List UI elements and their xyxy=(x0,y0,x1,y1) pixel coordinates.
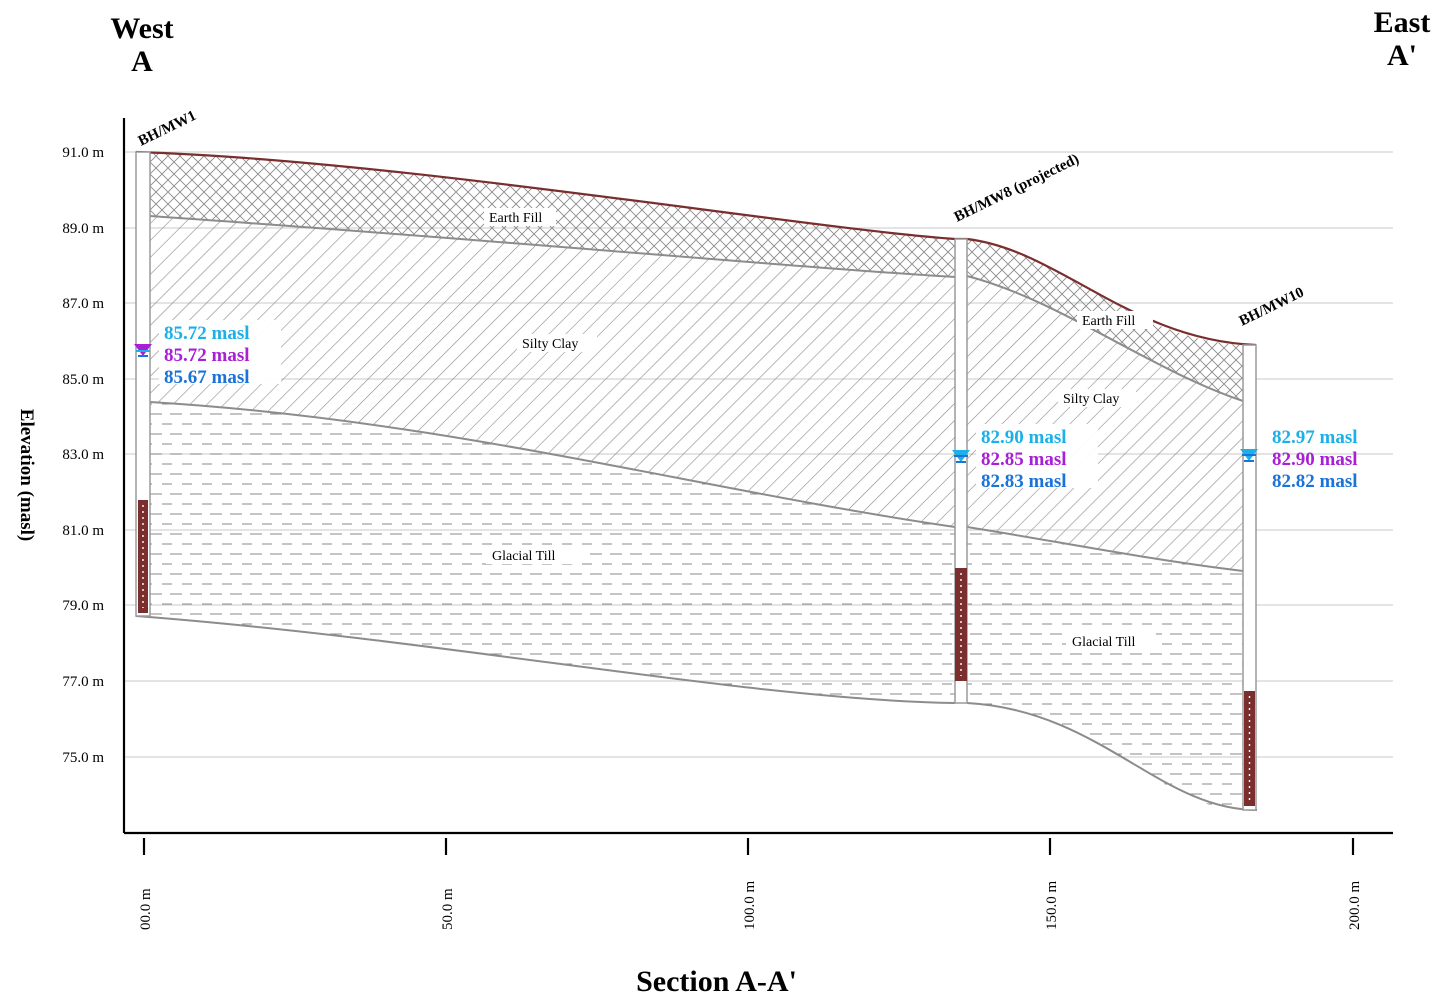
y-tick-label: 87.0 m xyxy=(62,296,104,312)
x-axis-title: Section A-A' xyxy=(636,965,797,998)
y-axis-title: Elevation (masl) xyxy=(16,408,37,542)
water-level-reading: 82.90 masl xyxy=(981,427,1067,448)
east-direction-label: East xyxy=(1373,6,1431,39)
y-tick-label: 83.0 m xyxy=(62,447,104,463)
borehole-bh-mw8 xyxy=(954,238,968,704)
water-level-reading: 82.97 masl xyxy=(1272,427,1358,448)
x-tick-label: 200.0 m xyxy=(1347,881,1363,931)
x-tick-label: 00.0 m xyxy=(138,888,154,930)
ground-surface-line xyxy=(135,150,1257,347)
y-tick-label: 91.0 m xyxy=(62,145,104,161)
stratum-label-silty-clay: Silty Clay xyxy=(522,337,578,352)
water-level-marker-bh-mw10 xyxy=(1240,449,1258,462)
silty-clay-layer xyxy=(150,216,955,527)
y-tick-label: 79.0 m xyxy=(62,598,104,614)
well-screen xyxy=(138,500,148,613)
water-level-marker-bh-mw1 xyxy=(134,344,152,357)
borehole-id-label: BH/MW1 xyxy=(136,108,199,150)
x-tick-label: 100.0 m xyxy=(742,881,758,931)
y-tick-label: 81.0 m xyxy=(62,523,104,539)
y-tick-label: 77.0 m xyxy=(62,674,104,690)
stratum-label-glacial-till: Glacial Till xyxy=(1072,635,1136,650)
stratum-label-earth-fill: Earth Fill xyxy=(1082,314,1135,329)
borehole-id-label: BH/MW10 xyxy=(1237,285,1307,330)
y-tick-label: 85.0 m xyxy=(62,372,104,388)
west-direction-label: West xyxy=(110,12,174,45)
silty-clay-layer-east xyxy=(967,276,1243,571)
well-screen xyxy=(1244,691,1255,806)
x-tick-label: 150.0 m xyxy=(1044,881,1060,931)
x-tick-label: 50.0 m xyxy=(440,888,456,930)
water-level-reading: 82.90 masl xyxy=(1272,449,1358,470)
water-level-reading: 85.67 masl xyxy=(164,367,250,388)
stratum-label-glacial-till: Glacial Till xyxy=(492,549,556,564)
water-level-reading: 85.72 masl xyxy=(164,345,250,366)
water-level-reading: 85.72 masl xyxy=(164,323,250,344)
section-start-point-label: A xyxy=(131,45,153,78)
borehole-bh-mw10 xyxy=(1242,344,1257,811)
borehole-bh-mw1 xyxy=(135,151,151,617)
glacial-till-layer-east xyxy=(967,527,1243,810)
water-level-reading: 82.83 masl xyxy=(981,471,1067,492)
borehole-id-label: BH/MW8 (projected) xyxy=(952,151,1082,225)
water-level-reading: 82.85 masl xyxy=(981,449,1067,470)
strata-boundaries xyxy=(135,215,1258,811)
axes xyxy=(122,118,1393,855)
stratum-label-earth-fill: Earth Fill xyxy=(489,211,542,226)
y-tick-label: 89.0 m xyxy=(62,221,104,237)
water-level-marker-bh-mw8 xyxy=(952,450,970,463)
y-tick-label: 75.0 m xyxy=(62,750,104,766)
stratum-label-silty-clay: Silty Clay xyxy=(1063,392,1119,407)
section-end-point-label: A' xyxy=(1387,39,1417,72)
well-screen xyxy=(955,568,967,681)
water-level-reading: 82.82 masl xyxy=(1272,471,1358,492)
